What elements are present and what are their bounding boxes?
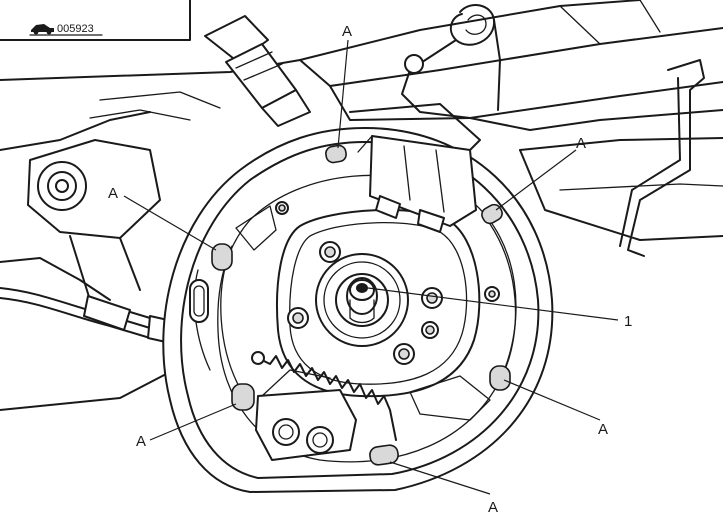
flange-bolt bbox=[319, 241, 341, 263]
adjuster-mechanism bbox=[255, 369, 357, 461]
callout-a-top: A bbox=[342, 23, 352, 40]
lube-point-a6 bbox=[369, 444, 399, 466]
brake-line-bracket bbox=[619, 59, 705, 257]
callout-labels: A A A A A A 1 bbox=[108, 23, 632, 516]
adjuster-slot bbox=[189, 279, 209, 323]
shock-absorber-mount bbox=[204, 15, 311, 127]
flange-bolt bbox=[421, 321, 439, 339]
flange-bolt bbox=[484, 286, 500, 302]
callout-a-upper-right: A bbox=[576, 135, 586, 152]
lubrication-points bbox=[211, 144, 511, 466]
callout-1-hub: 1 bbox=[624, 313, 632, 330]
callout-a-left: A bbox=[108, 185, 118, 202]
car-icon bbox=[31, 24, 54, 35]
wheel-cylinder bbox=[349, 103, 481, 233]
figure-code-block: 005923 bbox=[29, 23, 103, 36]
lube-point-a1 bbox=[325, 144, 347, 164]
flange-bolt bbox=[393, 343, 415, 365]
lube-point-a5 bbox=[231, 383, 255, 411]
hub-spindle bbox=[315, 253, 409, 347]
leader-lines bbox=[123, 39, 619, 495]
flange-bolts bbox=[275, 201, 500, 365]
lube-point-a3 bbox=[211, 243, 233, 271]
figure-code: 005923 bbox=[57, 23, 94, 35]
return-spring bbox=[251, 351, 397, 441]
trailing-arm-bushing bbox=[27, 139, 161, 319]
spring-clip-top bbox=[401, 4, 501, 119]
axle-beam bbox=[0, 0, 723, 411]
callout-a-bottom: A bbox=[488, 499, 498, 516]
flange-bolt bbox=[287, 307, 309, 329]
callout-a-lower-left: A bbox=[136, 433, 146, 450]
flange-bolt bbox=[275, 201, 289, 215]
flange-bolt bbox=[421, 287, 443, 309]
callout-a-lower-right: A bbox=[598, 421, 608, 438]
lube-point-a4 bbox=[489, 365, 511, 391]
